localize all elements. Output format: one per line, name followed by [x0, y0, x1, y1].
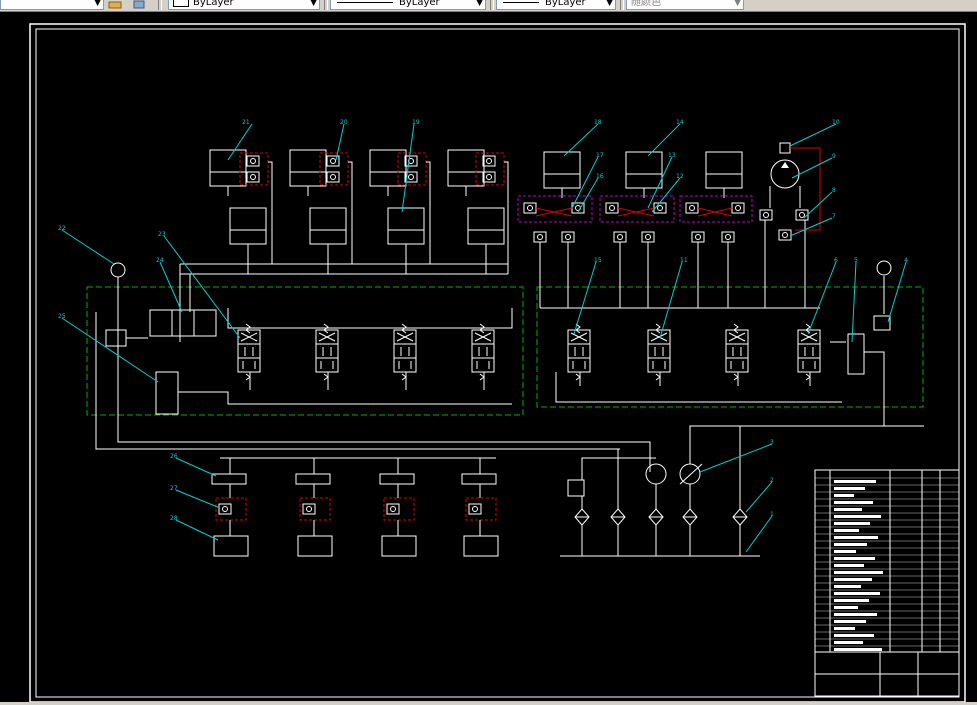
valve-bank-left [95, 262, 651, 472]
callout-labels: 21 20 19 18 17 16 14 13 12 10 9 8 7 22 2… [58, 119, 908, 522]
callout-6: 6 [834, 257, 838, 264]
circuit-boundary-left [86, 286, 524, 416]
parts-list-cell-text [834, 522, 870, 525]
linetype-preview [337, 1, 393, 3]
callout-24: 24 [156, 257, 164, 264]
color-swatch [173, 0, 189, 7]
callout-3: 3 [770, 439, 774, 446]
status-bar [0, 702, 977, 705]
plotstyle-value: 随颜色 [631, 0, 661, 8]
parts-list-cell-text [834, 648, 882, 651]
callout-17: 17 [596, 152, 604, 159]
callout-4: 4 [904, 257, 908, 264]
parts-list-cell-text [834, 564, 864, 567]
drawing-canvas[interactable]: 21 20 19 18 17 16 14 13 12 10 9 8 7 22 2… [0, 12, 977, 702]
callout-20: 20 [340, 119, 348, 126]
actuator-group-top-right [517, 151, 753, 308]
layer-dropdown-tail[interactable]: ▼ [0, 0, 104, 10]
lineweight-control-combo[interactable]: ByLayer ▼ [496, 0, 616, 10]
layer-manager-icon[interactable] [132, 0, 146, 9]
layer-state-icon[interactable] [108, 0, 122, 9]
lineweight-preview [503, 1, 539, 3]
toolbar-separator [620, 0, 624, 10]
callout-21: 21 [242, 119, 250, 126]
callout-8: 8 [832, 187, 836, 194]
pump-station [560, 425, 924, 557]
callout-28: 28 [170, 515, 178, 522]
parts-list-cell-text [834, 536, 878, 539]
callout-15: 15 [594, 257, 602, 264]
callout-27: 27 [170, 485, 178, 492]
combo-dropdown-icon: ▼ [310, 0, 317, 8]
parts-list-cell-text [834, 501, 873, 504]
actuator-group-bottom [211, 457, 499, 557]
toolbar-separator [490, 0, 494, 10]
parts-list-cell-text [834, 634, 874, 637]
parts-list-cell-text [834, 620, 866, 623]
callout-18: 18 [594, 119, 602, 126]
parts-list-cell-text [834, 627, 855, 630]
parts-list-cell-text [834, 592, 880, 595]
parts-list-cell-text [834, 480, 876, 483]
callout-10: 10 [832, 119, 840, 126]
toolbar-separator [324, 0, 328, 10]
actuator-group-top-left [179, 149, 509, 342]
combo-dropdown-icon: ▼ [94, 0, 101, 8]
parts-list-rows [815, 477, 959, 651]
callout-13: 13 [668, 152, 676, 159]
drawing-frame-outer [29, 23, 966, 702]
callout-12: 12 [676, 173, 684, 180]
parts-list-cell-text [834, 543, 867, 546]
parts-list-cell-text [834, 487, 865, 490]
callout-leaders [61, 123, 907, 553]
callout-16: 16 [596, 173, 604, 180]
combo-dropdown-icon: ▼ [476, 0, 483, 8]
combo-dropdown-icon: ▼ [606, 0, 613, 8]
parts-list-cell-text [834, 571, 883, 574]
callout-1: 1 [770, 511, 774, 518]
color-value: ByLayer [193, 0, 234, 8]
properties-toolbar: ▼ ByLayer ▼ ByLayer ▼ ByLayer ▼ 随颜色 ▼ [0, 0, 977, 12]
circuit-boundary-right [536, 286, 924, 408]
combo-dropdown-icon: ▼ [734, 0, 741, 8]
callout-5: 5 [854, 257, 858, 264]
callout-7: 7 [832, 213, 836, 220]
callout-25: 25 [58, 313, 66, 320]
color-control-combo[interactable]: ByLayer ▼ [168, 0, 320, 10]
motor-assembly [759, 142, 821, 308]
callout-23: 23 [158, 231, 166, 238]
parts-list-cell-text [834, 599, 869, 602]
callout-14: 14 [676, 119, 684, 126]
callout-19: 19 [412, 119, 420, 126]
linetype-control-combo[interactable]: ByLayer ▼ [330, 0, 486, 10]
callout-26: 26 [170, 453, 178, 460]
parts-list-cell-text [834, 550, 856, 553]
plotstyle-control-combo[interactable]: 随颜色 ▼ [626, 0, 744, 10]
valve-bank-right [540, 260, 892, 426]
lineweight-value: ByLayer [545, 0, 586, 8]
parts-list-cell-text [834, 508, 862, 511]
linetype-value: ByLayer [399, 0, 440, 8]
parts-list-cell-text [834, 529, 859, 532]
parts-list-cell-text [834, 494, 854, 497]
parts-list-cell-text [834, 578, 872, 581]
parts-list-cell-text [834, 641, 863, 644]
toolbar-separator [158, 0, 162, 10]
callout-2: 2 [770, 477, 774, 484]
parts-list-cell-text [834, 606, 858, 609]
callout-9: 9 [832, 153, 836, 160]
parts-list-cell-text [834, 585, 861, 588]
parts-list-cell-text [834, 613, 877, 616]
callout-22: 22 [58, 225, 66, 232]
callout-11: 11 [680, 257, 688, 264]
parts-list-cell-text [834, 515, 881, 518]
parts-list-cell-text [834, 557, 875, 560]
drawing-frame-inner [35, 28, 960, 698]
